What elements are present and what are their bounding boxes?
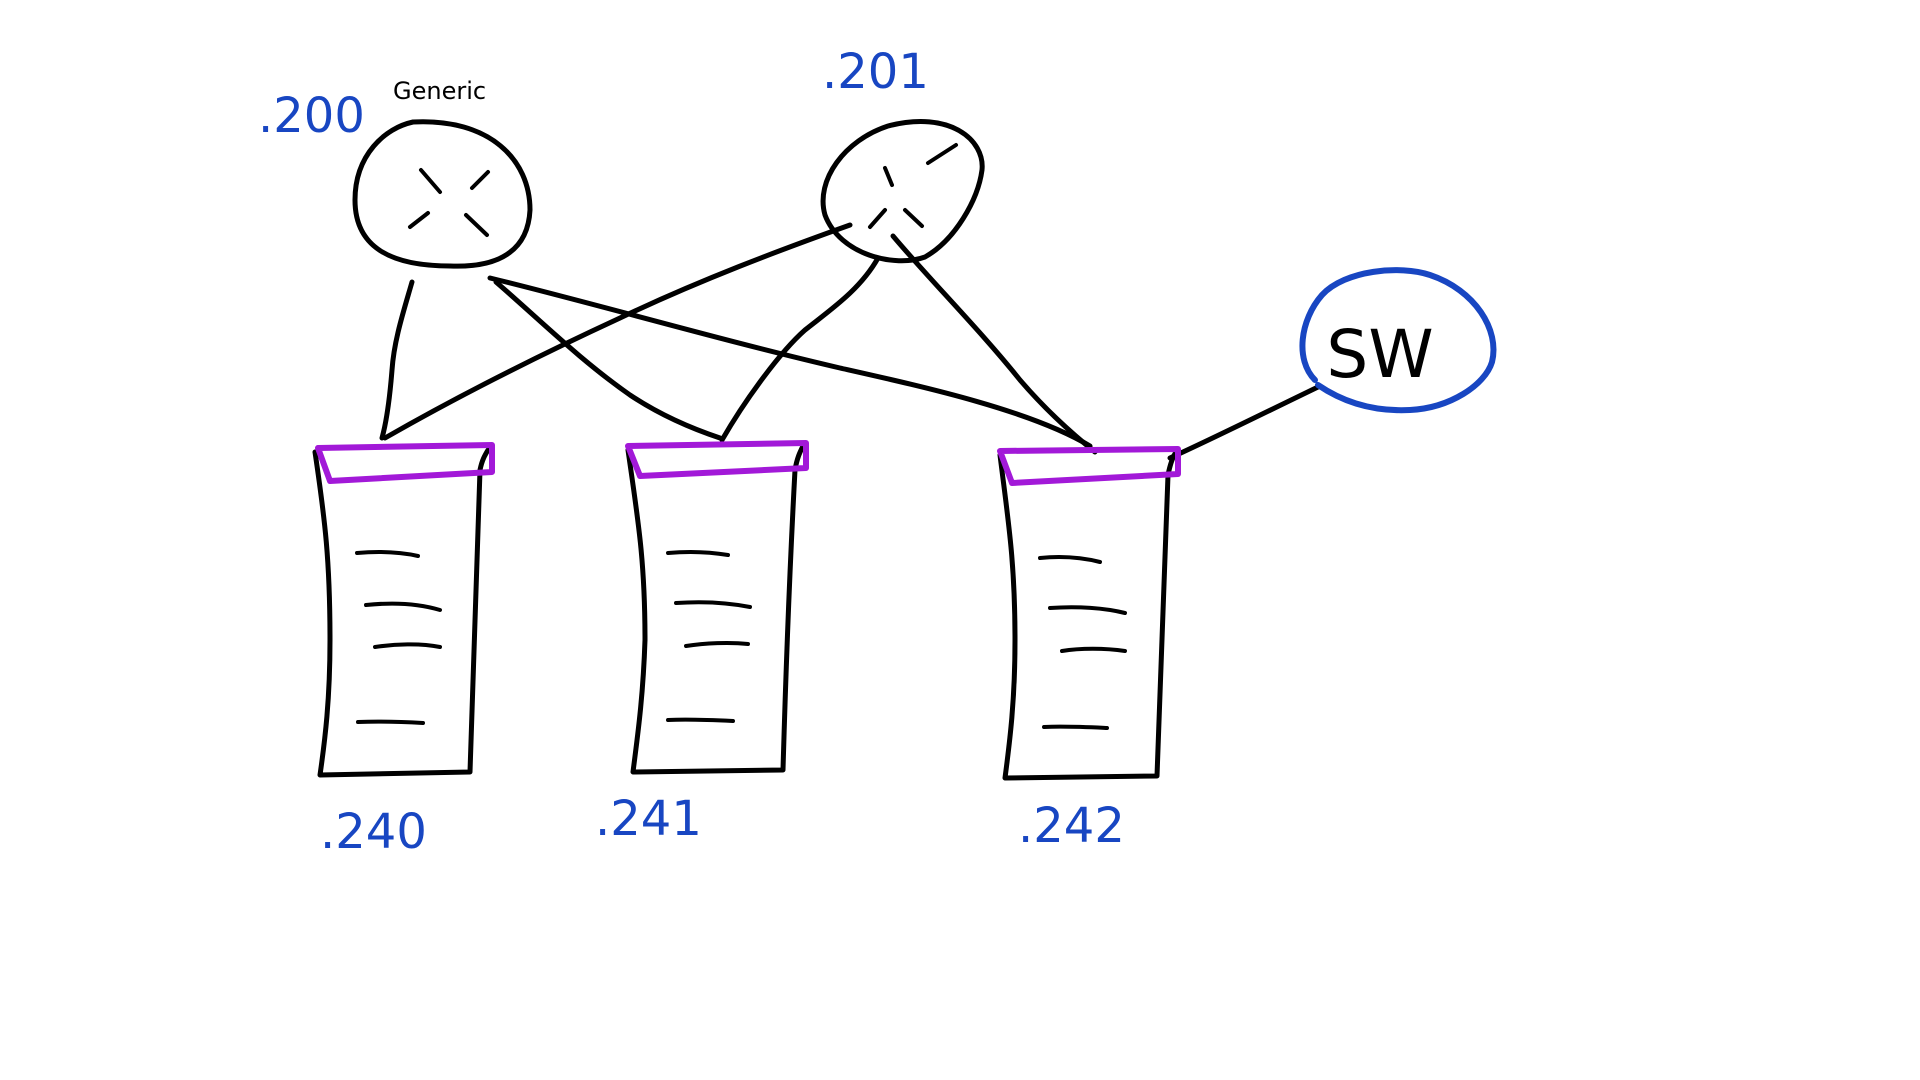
router-200-caption: Generic [393, 77, 486, 105]
server-242[interactable] [997, 446, 1181, 781]
server-slot [684, 640, 750, 648]
link-r200-s241 [493, 279, 723, 441]
connection-lines [379, 222, 1321, 461]
server-241[interactable] [625, 440, 809, 775]
link-r200-s242 [487, 275, 1093, 449]
router-200[interactable] [352, 119, 533, 269]
server-cap [997, 446, 1181, 486]
router-201[interactable] [820, 119, 985, 264]
server-slot [666, 549, 730, 557]
router-200-ip-label: .200 [258, 88, 365, 144]
server-240-ip-label: .240 [320, 804, 427, 860]
router-icon [820, 119, 985, 264]
switch-icon [1299, 267, 1497, 414]
router-arrow-mark [903, 208, 924, 228]
server-slot [355, 550, 420, 558]
server-slot [1042, 724, 1109, 730]
router-arrow-mark [926, 143, 958, 165]
router-201-ip-label: .201 [822, 44, 929, 100]
link-r201-s241 [719, 255, 881, 443]
switch-node[interactable]: SW [1299, 267, 1497, 414]
router-arrow-mark [883, 166, 894, 187]
link-switch-s242 [1167, 384, 1321, 461]
server-slot [373, 642, 442, 649]
server-icon [625, 443, 806, 775]
server-242-ip-label: .242 [1018, 798, 1125, 854]
server-241-ip-label: .241 [595, 791, 702, 847]
link-r200-s240 [379, 279, 415, 441]
ip-labels: .200 Generic .201 .240 .241 .242 [258, 44, 1125, 860]
server-slot [356, 719, 425, 725]
router-arrow-mark [419, 168, 442, 194]
server-icon [312, 447, 491, 778]
switch-label: SW [1326, 316, 1433, 393]
server-slot [1048, 605, 1127, 615]
server-slot [674, 600, 752, 609]
server-slot [364, 601, 442, 612]
server-cap [315, 442, 495, 484]
link-r201-s240 [382, 222, 853, 441]
link-r201-s242 [890, 233, 1098, 455]
server-slot [1060, 646, 1127, 653]
router-arrow-mark [408, 211, 430, 229]
server-slot [666, 717, 735, 723]
server-cap [625, 440, 809, 479]
server-240[interactable] [312, 442, 495, 778]
router-arrow-mark [470, 170, 490, 190]
router-arrow-mark [464, 213, 489, 237]
router-icon [352, 119, 533, 269]
server-slot [1038, 555, 1102, 564]
router-arrow-mark [868, 208, 887, 229]
